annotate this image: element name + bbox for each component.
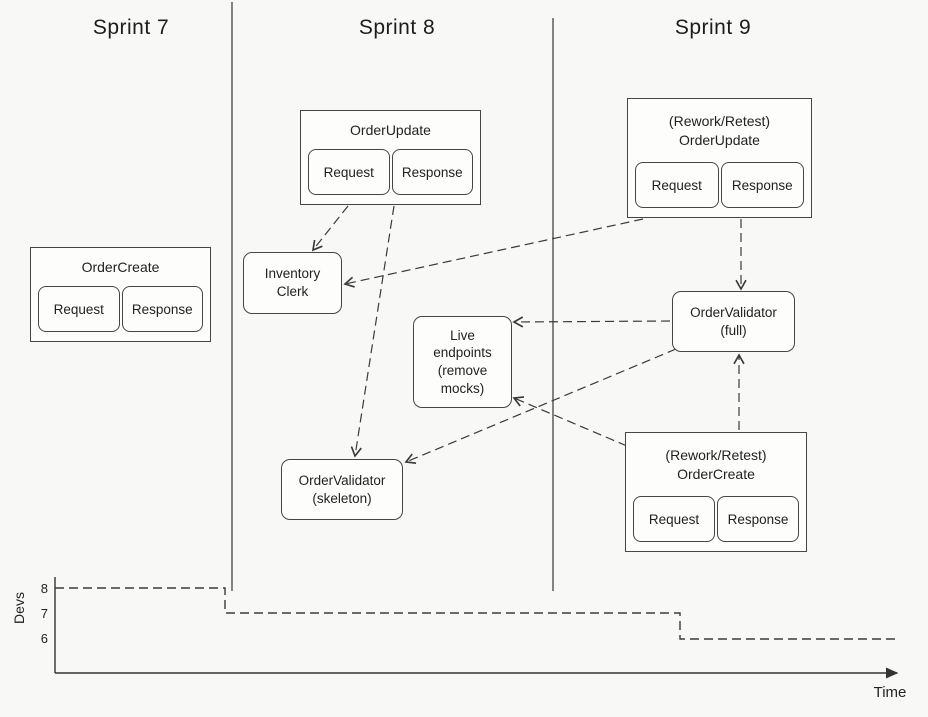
order-create-box: OrderCreate Request Response [30, 247, 211, 342]
sprint-8-heading: Sprint 8 [358, 16, 436, 39]
rework-order-create-response-pill: Response [717, 496, 799, 542]
rework-order-update-title: (Rework/Retest) OrderUpdate [668, 113, 771, 148]
order-create-request-pill: Request [38, 286, 120, 332]
edge-rework-order-update-to-inventory-clerk [343, 218, 644, 288]
order-update-request-pill: Request [308, 149, 390, 195]
order-update-row: Request Response [301, 149, 480, 204]
order-create-title: OrderCreate [81, 258, 160, 275]
rework-order-update-row: Request Response [628, 162, 811, 217]
edge-order-validator-full-to-order-validator-skeleton [404, 348, 677, 464]
devs-tick-6: 6 [40, 631, 48, 646]
live-endpoints-node: Live endpoints (remove mocks) [413, 316, 512, 408]
rework-order-create-row: Request Response [626, 496, 806, 551]
sprint-9-heading: Sprint 9 [674, 16, 752, 39]
edge-rework-order-create-to-live-endpoints [512, 396, 628, 447]
order-update-box: OrderUpdate Request Response [300, 110, 481, 205]
edge-order-validator-full-to-live-endpoints [512, 316, 671, 328]
devs-tick-8: 8 [40, 581, 48, 596]
order-create-response-pill: Response [121, 286, 203, 332]
devs-tick-7: 7 [40, 606, 48, 621]
rework-order-create-title: (Rework/Retest) OrderCreate [665, 447, 767, 482]
rework-order-update-box: (Rework/Retest) OrderUpdate Request Resp… [627, 98, 812, 218]
order-validator-skeleton-node: OrderValidator (skeleton) [281, 459, 403, 520]
order-update-response-pill: Response [391, 149, 473, 195]
order-validator-full-node: OrderValidator (full) [672, 291, 795, 352]
rework-order-update-request-pill: Request [635, 162, 719, 208]
rework-order-create-request-pill: Request [633, 496, 715, 542]
edge-order-update-to-inventory-clerk [311, 205, 349, 252]
inventory-clerk-node: Inventory Clerk [243, 252, 342, 314]
rework-order-update-response-pill: Response [720, 162, 804, 208]
devs-step-line [55, 587, 900, 640]
order-update-title: OrderUpdate [350, 121, 431, 138]
order-create-row: Request Response [31, 286, 210, 341]
time-axis-label: Time [873, 684, 907, 701]
edge-order-update-to-order-validator-skeleton [350, 205, 395, 458]
rework-order-create-box: (Rework/Retest) OrderCreate Request Resp… [625, 432, 807, 552]
devs-axis-label: Devs [11, 592, 27, 624]
sprint-7-heading: Sprint 7 [92, 16, 170, 39]
